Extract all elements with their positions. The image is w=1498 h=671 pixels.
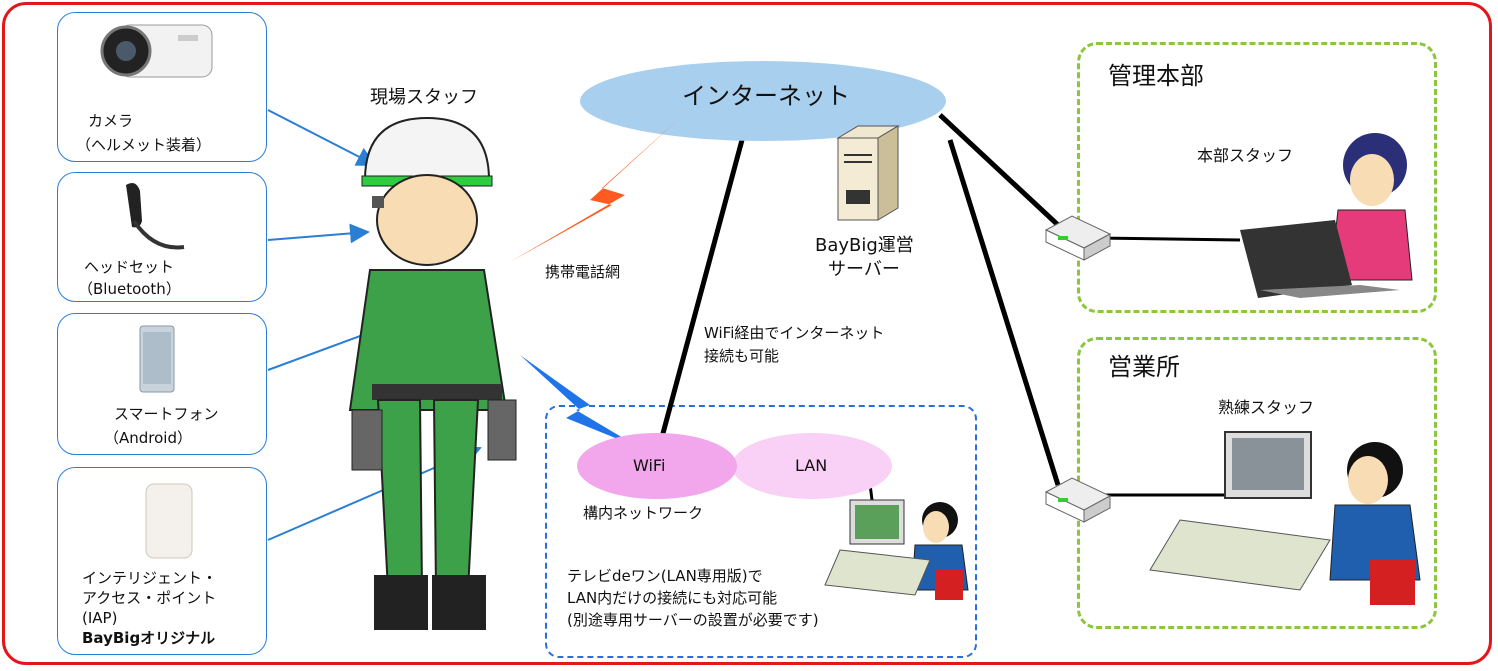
iap-label-4: BayBigオリジナル [82,629,216,647]
mobile-network-label: 携帯電話網 [545,263,621,281]
internet-label: インターネット [682,82,850,110]
wifi-note-2: 接続も可能 [704,347,780,365]
smartphone-card: スマートフォン （Android） [57,313,267,455]
headset-label: ヘッドセット [84,258,175,276]
lan-note-1: テレビdeワン(LAN専用版)で [567,567,763,585]
network-label: 構内ネットワーク [583,504,704,522]
expert-staff-illustration [1149,431,1421,605]
field-staff-label: 現場スタッフ [370,87,478,108]
lan-ellipse [732,433,892,499]
field-worker-illustration [348,116,517,630]
wifi-ellipse [577,433,737,499]
headset-card: ヘッドセット （Bluetooth） [57,172,267,302]
hq-staff-label: 本部スタッフ [1197,146,1294,165]
iap-card: インテリジェント・ アクセス・ポイント (IAP) BayBigオリジナル [57,467,267,655]
action-camera-icon [100,24,213,78]
camera-card: カメラ （ヘルメット装着） [57,12,267,162]
wifi-signal-bolt [520,355,640,448]
router-icon [1044,215,1112,261]
camera-label: カメラ [88,112,134,130]
hq-group [1077,42,1437,313]
office-title: 営業所 [1108,353,1180,381]
server-label-2: サーバー [828,259,900,280]
smartphone-icon [139,325,175,393]
iap-label-2: アクセス・ポイント [82,589,217,607]
server-icon [836,125,900,221]
smartphone-label: スマートフォン [114,405,219,423]
lan-label: LAN [795,456,828,475]
internet-office-line [947,139,1061,486]
camera-arrow [267,109,377,166]
lan-note-3: (別途専用サーバーの設置が必要です) [567,611,819,629]
wifi-note-1: WiFi経由でインターネット [704,324,885,342]
lan-staff-illustration [824,499,969,600]
lan-group [545,405,977,658]
headset-icon [126,183,185,250]
hq-title: 管理本部 [1108,62,1204,90]
headset-sublabel: （Bluetooth） [78,280,181,298]
access-point-icon [145,483,193,559]
internet-hq-line [938,113,1060,227]
iap-label-1: インテリジェント・ [82,569,218,587]
wifi-label: WiFi [633,456,666,475]
internet-cloud [580,61,946,141]
router-icon [1044,477,1112,523]
iap-label-3: (IAP) [82,609,118,627]
camera-sublabel: （ヘルメット装着） [76,136,212,154]
hq-staff-illustration [1240,133,1413,298]
server-label-1: BayBig運営 [815,235,914,256]
headset-arrow [267,223,370,244]
office-staff-label: 熟練スタッフ [1218,398,1315,417]
mobile-signal-bolt [510,118,680,262]
internet-wifi-line [659,139,745,438]
lan-note-2: LAN内だけの接続にも対応可能 [567,589,778,607]
smartphone-sublabel: （Android） [104,429,192,447]
